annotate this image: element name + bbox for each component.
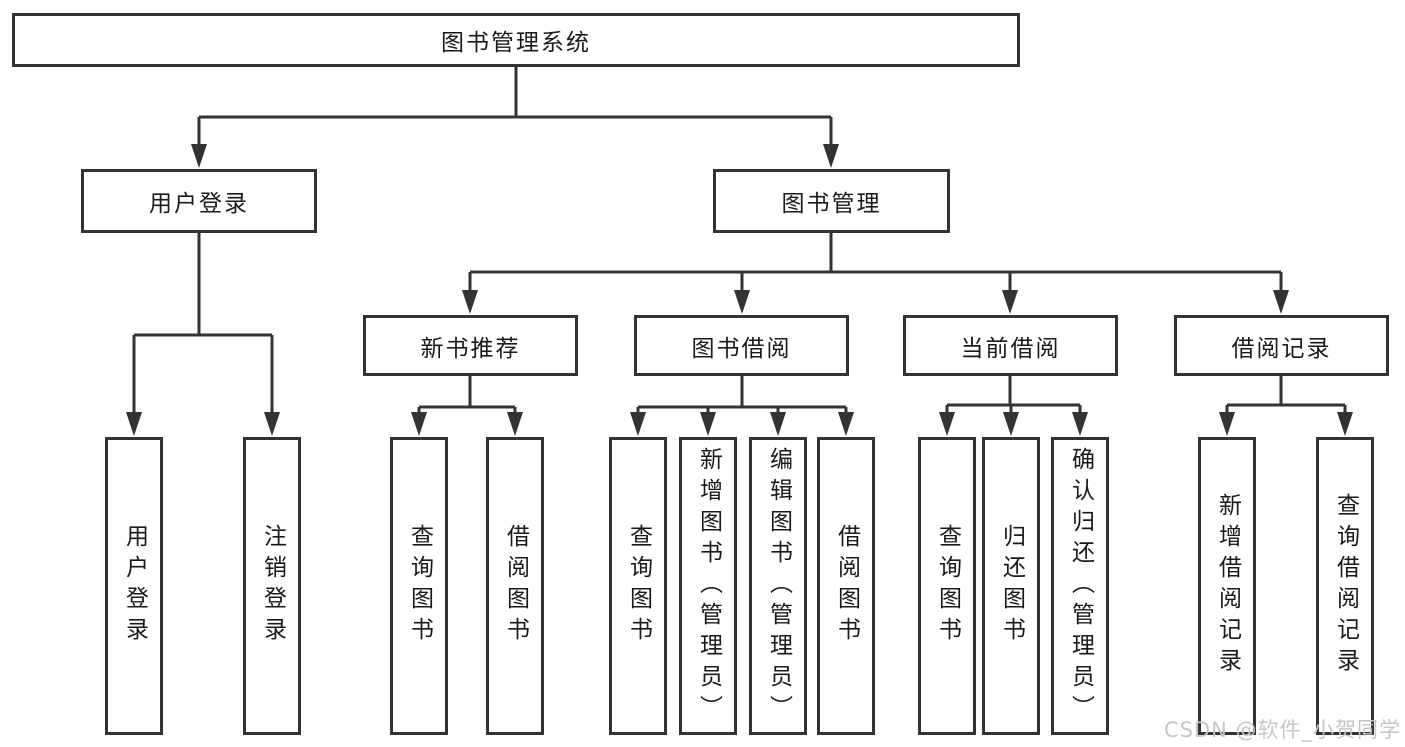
leaf-logout: 注销登录 xyxy=(243,437,301,735)
leaf-user-login-label: 用户登录 xyxy=(121,524,148,648)
watermark: CSDN @软件_小贺同学 xyxy=(1163,718,1401,742)
node-book-borrow-label: 图书借阅 xyxy=(691,335,792,362)
leaf-borrow-borrow-books: 借阅图书 xyxy=(817,437,875,735)
node-current-borrow: 当前借阅 xyxy=(903,315,1118,376)
node-book-borrow: 图书借阅 xyxy=(634,315,849,376)
leaf-records-add-record-label: 新增借阅记录 xyxy=(1214,493,1241,679)
leaf-current-confirm-return-admin: 确认归还（管理员） xyxy=(1051,437,1109,735)
leaf-borrow-query-books: 查询图书 xyxy=(609,437,667,735)
leaf-records-query-record: 查询借阅记录 xyxy=(1316,437,1374,735)
leaf-borrow-edit-books-admin: 编辑图书（管理员） xyxy=(749,437,807,735)
node-new-book-recommend-label: 新书推荐 xyxy=(420,335,521,362)
node-current-borrow-label: 当前借阅 xyxy=(960,335,1061,362)
leaf-recommend-borrow-books: 借阅图书 xyxy=(486,437,544,735)
leaf-recommend-query-books: 查询图书 xyxy=(390,437,448,735)
leaf-user-login: 用户登录 xyxy=(105,437,163,735)
leaf-borrow-add-books-admin-label: 新增图书（管理员） xyxy=(695,446,722,726)
node-borrow-records: 借阅记录 xyxy=(1174,315,1389,376)
leaf-current-query-books: 查询图书 xyxy=(918,437,976,735)
node-book-management-label: 图书管理 xyxy=(781,191,882,217)
leaf-current-query-books-label: 查询图书 xyxy=(934,524,961,648)
node-user-login: 用户登录 xyxy=(81,169,317,233)
leaf-recommend-query-books-label: 查询图书 xyxy=(406,524,433,648)
leaf-current-confirm-return-admin-label: 确认归还（管理员） xyxy=(1067,446,1094,726)
leaf-current-return-books-label: 归还图书 xyxy=(998,524,1025,648)
leaf-records-query-record-label: 查询借阅记录 xyxy=(1332,493,1359,679)
leaf-records-add-record: 新增借阅记录 xyxy=(1198,437,1256,735)
node-root-label: 图书管理系统 xyxy=(441,30,591,56)
leaf-borrow-edit-books-admin-label: 编辑图书（管理员） xyxy=(765,446,792,726)
node-book-management: 图书管理 xyxy=(713,169,950,233)
node-root-system: 图书管理系统 xyxy=(12,13,1020,67)
leaf-recommend-borrow-books-label: 借阅图书 xyxy=(502,524,529,648)
leaf-borrow-borrow-books-label: 借阅图书 xyxy=(833,524,860,648)
leaf-logout-label: 注销登录 xyxy=(259,524,286,648)
leaf-current-return-books: 归还图书 xyxy=(982,437,1040,735)
leaf-borrow-add-books-admin: 新增图书（管理员） xyxy=(679,437,737,735)
node-borrow-records-label: 借阅记录 xyxy=(1231,335,1332,362)
node-new-book-recommend: 新书推荐 xyxy=(363,315,578,376)
leaf-borrow-query-books-label: 查询图书 xyxy=(625,524,652,648)
node-user-login-label: 用户登录 xyxy=(149,191,249,217)
